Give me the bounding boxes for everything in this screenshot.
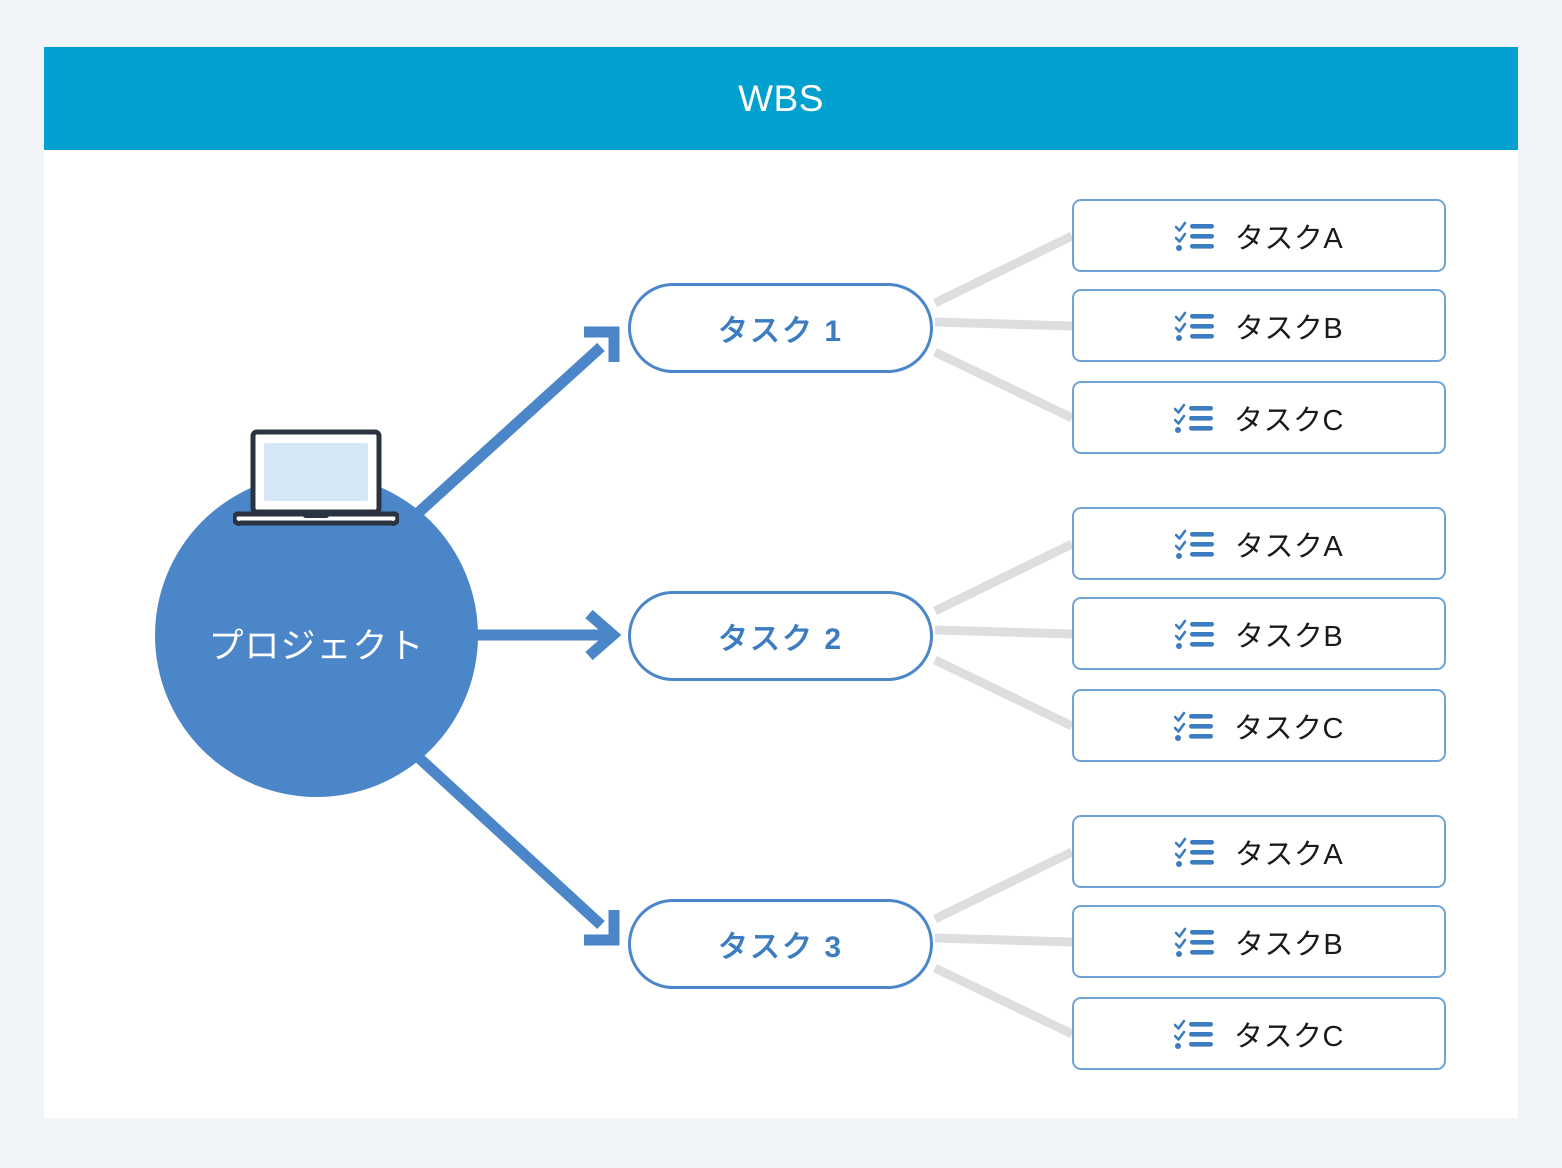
leaf-task-label: タスクB [1234, 928, 1344, 961]
arrow-root-to-task-1 [414, 326, 620, 518]
branch-node-task-1[interactable]: タスク 1 [628, 283, 933, 373]
branch-node-label: タスク 2 [717, 623, 844, 656]
leaf-task-label: タスクC [1234, 712, 1344, 745]
page-title: WBS [738, 78, 824, 119]
leaf-task-box[interactable]: タスクA [1072, 507, 1446, 580]
leaf-task-box[interactable]: タスクB [1072, 597, 1446, 670]
leaf-task-label: タスクC [1234, 404, 1344, 437]
card-header: WBS [44, 47, 1518, 150]
leaf-task-label: タスクA [1234, 222, 1344, 255]
checklist-icon [1174, 927, 1214, 957]
leaf-task-label: タスクB [1234, 620, 1344, 653]
checklist-icon [1174, 711, 1214, 741]
connectors-branch-1 [933, 231, 1074, 423]
leaf-task-content: タスクB [1174, 613, 1344, 655]
branch-node-task-2[interactable]: タスク 2 [628, 591, 933, 681]
connectors-branch-2 [933, 539, 1074, 731]
leaf-task-label: タスクC [1234, 1020, 1344, 1053]
branch-node-label: タスク 1 [717, 315, 844, 348]
leaf-task-box[interactable]: タスクA [1072, 815, 1446, 888]
connectors-branch-3 [933, 847, 1074, 1039]
leaf-task-box[interactable]: タスクC [1072, 689, 1446, 762]
checklist-icon [1174, 837, 1214, 867]
leaf-task-content: タスクC [1174, 705, 1344, 747]
checklist-icon [1174, 619, 1214, 649]
leaf-task-box[interactable]: タスクB [1072, 905, 1446, 978]
branch-node-label: タスク 3 [717, 931, 844, 964]
checklist-icon [1174, 311, 1214, 341]
leaf-task-label: タスクB [1234, 312, 1344, 345]
checklist-icon [1174, 529, 1214, 559]
branch-node-task-3[interactable]: タスク 3 [628, 899, 933, 989]
arrow-root-to-task-2 [470, 609, 622, 661]
leaf-task-box[interactable]: タスクB [1072, 289, 1446, 362]
leaf-task-content: タスクC [1174, 397, 1344, 439]
leaf-task-content: タスクB [1174, 921, 1344, 963]
leaf-task-label: タスクA [1234, 530, 1344, 563]
leaf-task-box[interactable]: タスクC [1072, 381, 1446, 454]
checklist-icon [1174, 403, 1214, 433]
leaf-task-box[interactable]: タスクA [1072, 199, 1446, 272]
leaf-task-label: タスクA [1234, 838, 1344, 871]
arrow-root-to-task-3 [414, 752, 620, 946]
root-node-project[interactable]: プロジェクト [155, 474, 478, 797]
root-node-label: プロジェクト [208, 627, 425, 666]
leaf-task-content: タスクA [1174, 831, 1344, 873]
leaf-task-content: タスクC [1174, 1013, 1344, 1055]
laptop-icon [233, 429, 399, 526]
leaf-task-content: タスクB [1174, 305, 1344, 347]
leaf-task-content: タスクA [1174, 523, 1344, 565]
checklist-icon [1174, 221, 1214, 251]
leaf-task-box[interactable]: タスクC [1072, 997, 1446, 1070]
checklist-icon [1174, 1019, 1214, 1049]
leaf-task-content: タスクA [1174, 215, 1344, 257]
